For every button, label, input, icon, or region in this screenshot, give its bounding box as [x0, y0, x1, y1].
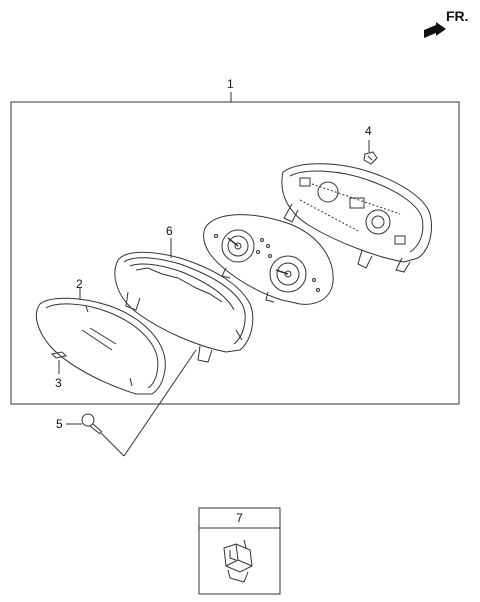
- cluster-lens: [35, 288, 166, 395]
- front-direction-label: FR.: [446, 8, 469, 24]
- callout-1: 1: [227, 77, 234, 91]
- front-arrow-icon: [424, 22, 446, 38]
- callout-2: 2: [76, 277, 83, 291]
- rear-housing: [281, 163, 432, 273]
- callout-5: 5: [56, 417, 63, 431]
- connector-kit-box: [198, 507, 281, 595]
- assembly-frame: [10, 101, 460, 405]
- socket-bulb-part: [66, 349, 197, 457]
- callout-6: 6: [166, 224, 173, 238]
- callout-7: 7: [236, 511, 243, 525]
- clip-part: [50, 351, 68, 374]
- callout-3: 3: [55, 376, 62, 390]
- callout-4: 4: [365, 124, 372, 138]
- cluster-case: [114, 238, 254, 363]
- bulb-part: [363, 140, 378, 165]
- gauge-face-plate: [203, 214, 334, 305]
- connector-icon: [223, 539, 253, 583]
